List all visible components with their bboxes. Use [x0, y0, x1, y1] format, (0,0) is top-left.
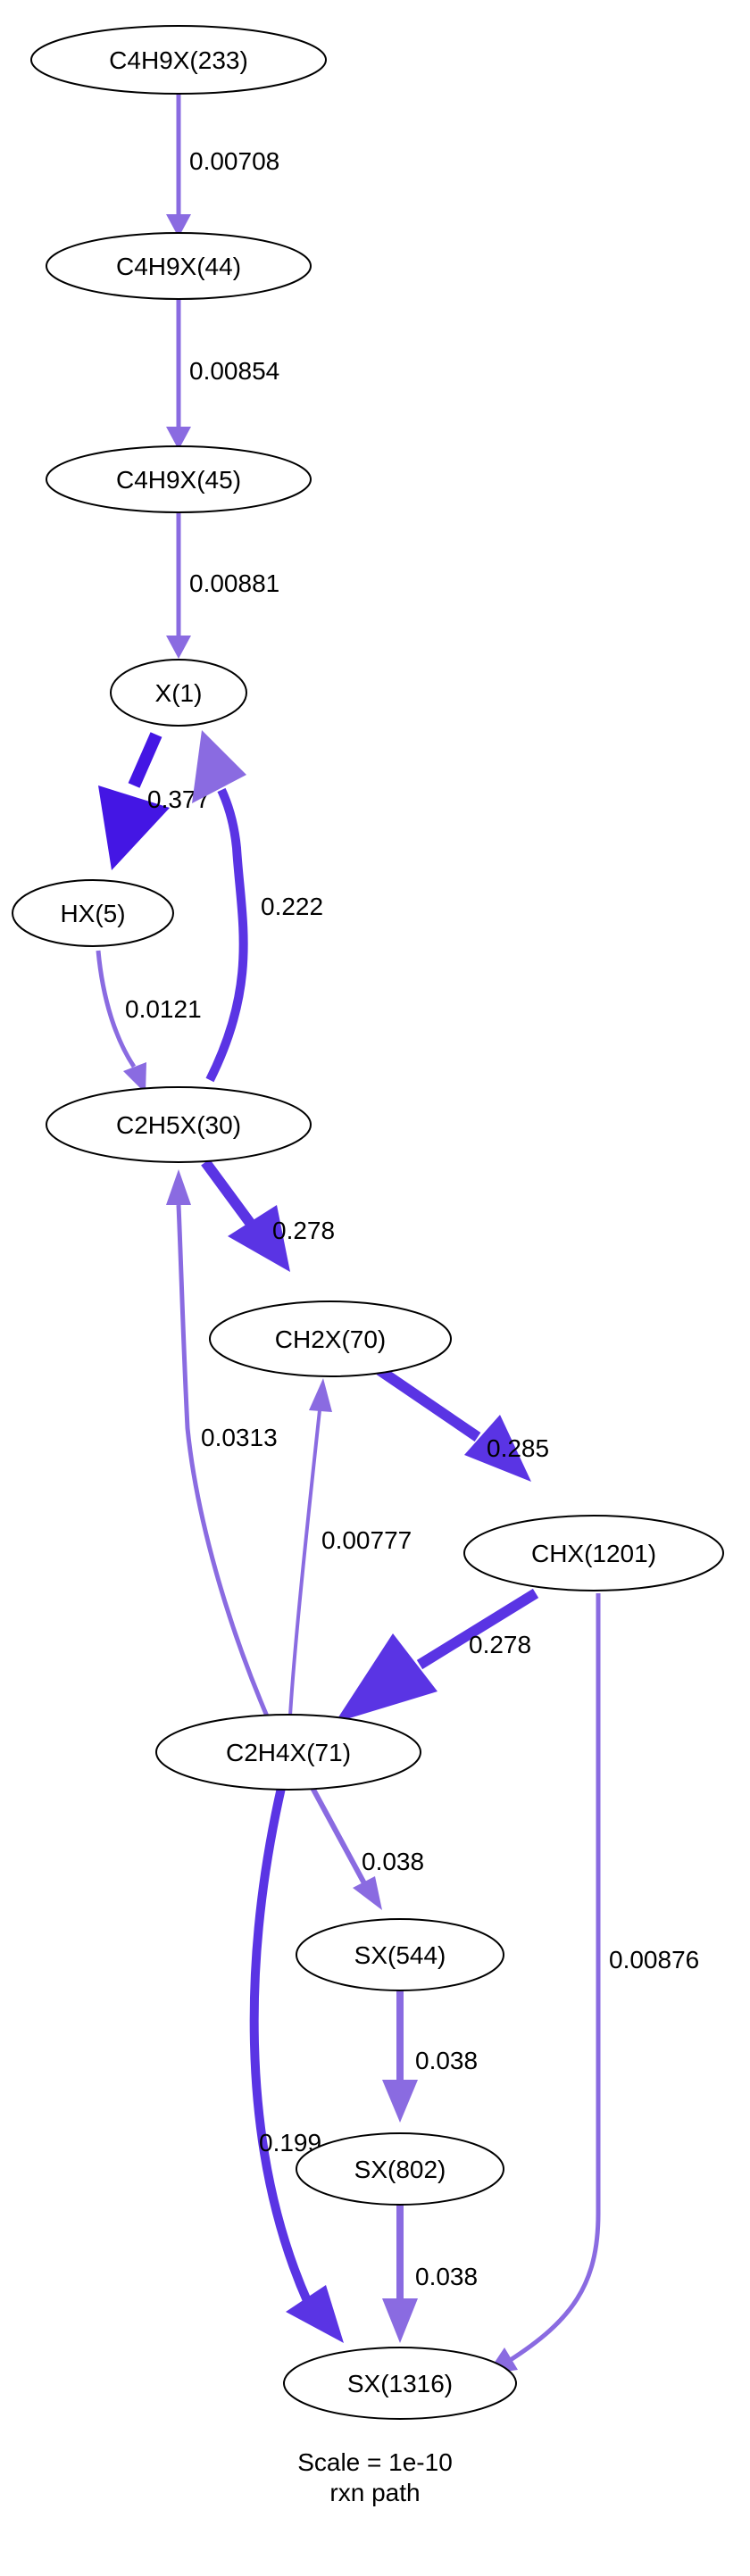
edge-hx5-to-c2h5x30: 0.0121 [96, 950, 202, 1093]
node-label: SX(544) [354, 1941, 446, 1969]
node-label: C2H5X(30) [116, 1111, 241, 1139]
node-c4h9x-45[interactable]: C4H9X(45) [46, 445, 312, 513]
edge-chx1201-to-sx1316: 0.00876 [487, 1593, 699, 2374]
node-c2h4x-71[interactable]: C2H4X(71) [155, 1714, 421, 1791]
node-label: C2H4X(71) [226, 1739, 351, 1766]
edge-label: 0.278 [272, 1217, 335, 1244]
node-c2h5x-30[interactable]: C2H5X(30) [46, 1086, 312, 1163]
edge-c4h9x44-to-c4h9x45: 0.00854 [166, 297, 279, 450]
edge-c2h4x71-to-sx1316: 0.199 [249, 1786, 344, 2343]
node-label: C4H9X(233) [109, 46, 248, 74]
node-label: C4H9X(45) [116, 466, 241, 494]
edge-x1-to-hx5: 0.377 [98, 732, 210, 870]
node-sx-1316[interactable]: SX(1316) [283, 2347, 517, 2420]
edge-c2h5x30-to-x1: 0.222 [192, 730, 323, 1083]
diagram-title: rxn path [329, 2479, 420, 2506]
node-ch2x-70[interactable]: CH2X(70) [209, 1300, 452, 1377]
edge-c2h5x30-to-ch2x70: 0.278 [201, 1159, 335, 1272]
node-label: HX(5) [60, 900, 125, 927]
edge-label: 0.278 [469, 1631, 531, 1658]
node-c4h9x-44[interactable]: C4H9X(44) [46, 232, 312, 300]
edge-c2h4x71-to-ch2x70: 0.00777 [288, 1378, 412, 1716]
node-x-1[interactable]: X(1) [110, 659, 247, 727]
edge-label: 0.00708 [189, 147, 279, 175]
edge-label: 0.038 [415, 2047, 478, 2074]
edge-chx1201-to-c2h4x71: 0.278 [335, 1588, 539, 1723]
node-label: X(1) [155, 679, 203, 707]
node-label: CHX(1201) [531, 1540, 656, 1567]
scale-caption: Scale = 1e-10 [297, 2448, 453, 2476]
node-sx-802[interactable]: SX(802) [296, 2132, 504, 2206]
node-label: C4H9X(44) [116, 253, 241, 280]
edge-label: 0.0121 [125, 995, 202, 1023]
node-label: SX(802) [354, 2156, 446, 2183]
edge-label: 0.285 [487, 1434, 549, 1462]
edge-label: 0.00876 [609, 1946, 699, 1974]
edge-label: 0.038 [415, 2263, 478, 2290]
edge-c2h4x71-to-c2h5x30: 0.0313 [166, 1169, 278, 1719]
edge-sx544-to-sx802: 0.038 [382, 1990, 478, 2123]
node-label: CH2X(70) [275, 1325, 386, 1353]
edge-c2h4x71-to-sx544: 0.038 [310, 1786, 424, 1910]
edge-c4h9x45-to-x1: 0.00881 [166, 511, 279, 659]
edge-label: 0.00854 [189, 357, 279, 385]
edge-c4h9x233-to-c4h9x44: 0.00708 [166, 94, 279, 237]
edge-label: 0.038 [362, 1848, 424, 1875]
node-chx-1201[interactable]: CHX(1201) [463, 1515, 724, 1591]
edge-label: 0.00777 [321, 1526, 412, 1554]
edge-sx802-to-sx1316: 0.038 [382, 2205, 478, 2343]
node-label: SX(1316) [347, 2370, 453, 2397]
node-c4h9x-233[interactable]: C4H9X(233) [30, 25, 327, 95]
edge-label: 0.0313 [201, 1424, 278, 1451]
edge-label: 0.222 [261, 893, 323, 920]
node-hx-5[interactable]: HX(5) [12, 879, 174, 947]
edge-label: 0.00881 [189, 569, 279, 597]
edge-ch2x70-to-chx1201: 0.285 [376, 1366, 549, 1482]
node-sx-544[interactable]: SX(544) [296, 1918, 504, 1991]
